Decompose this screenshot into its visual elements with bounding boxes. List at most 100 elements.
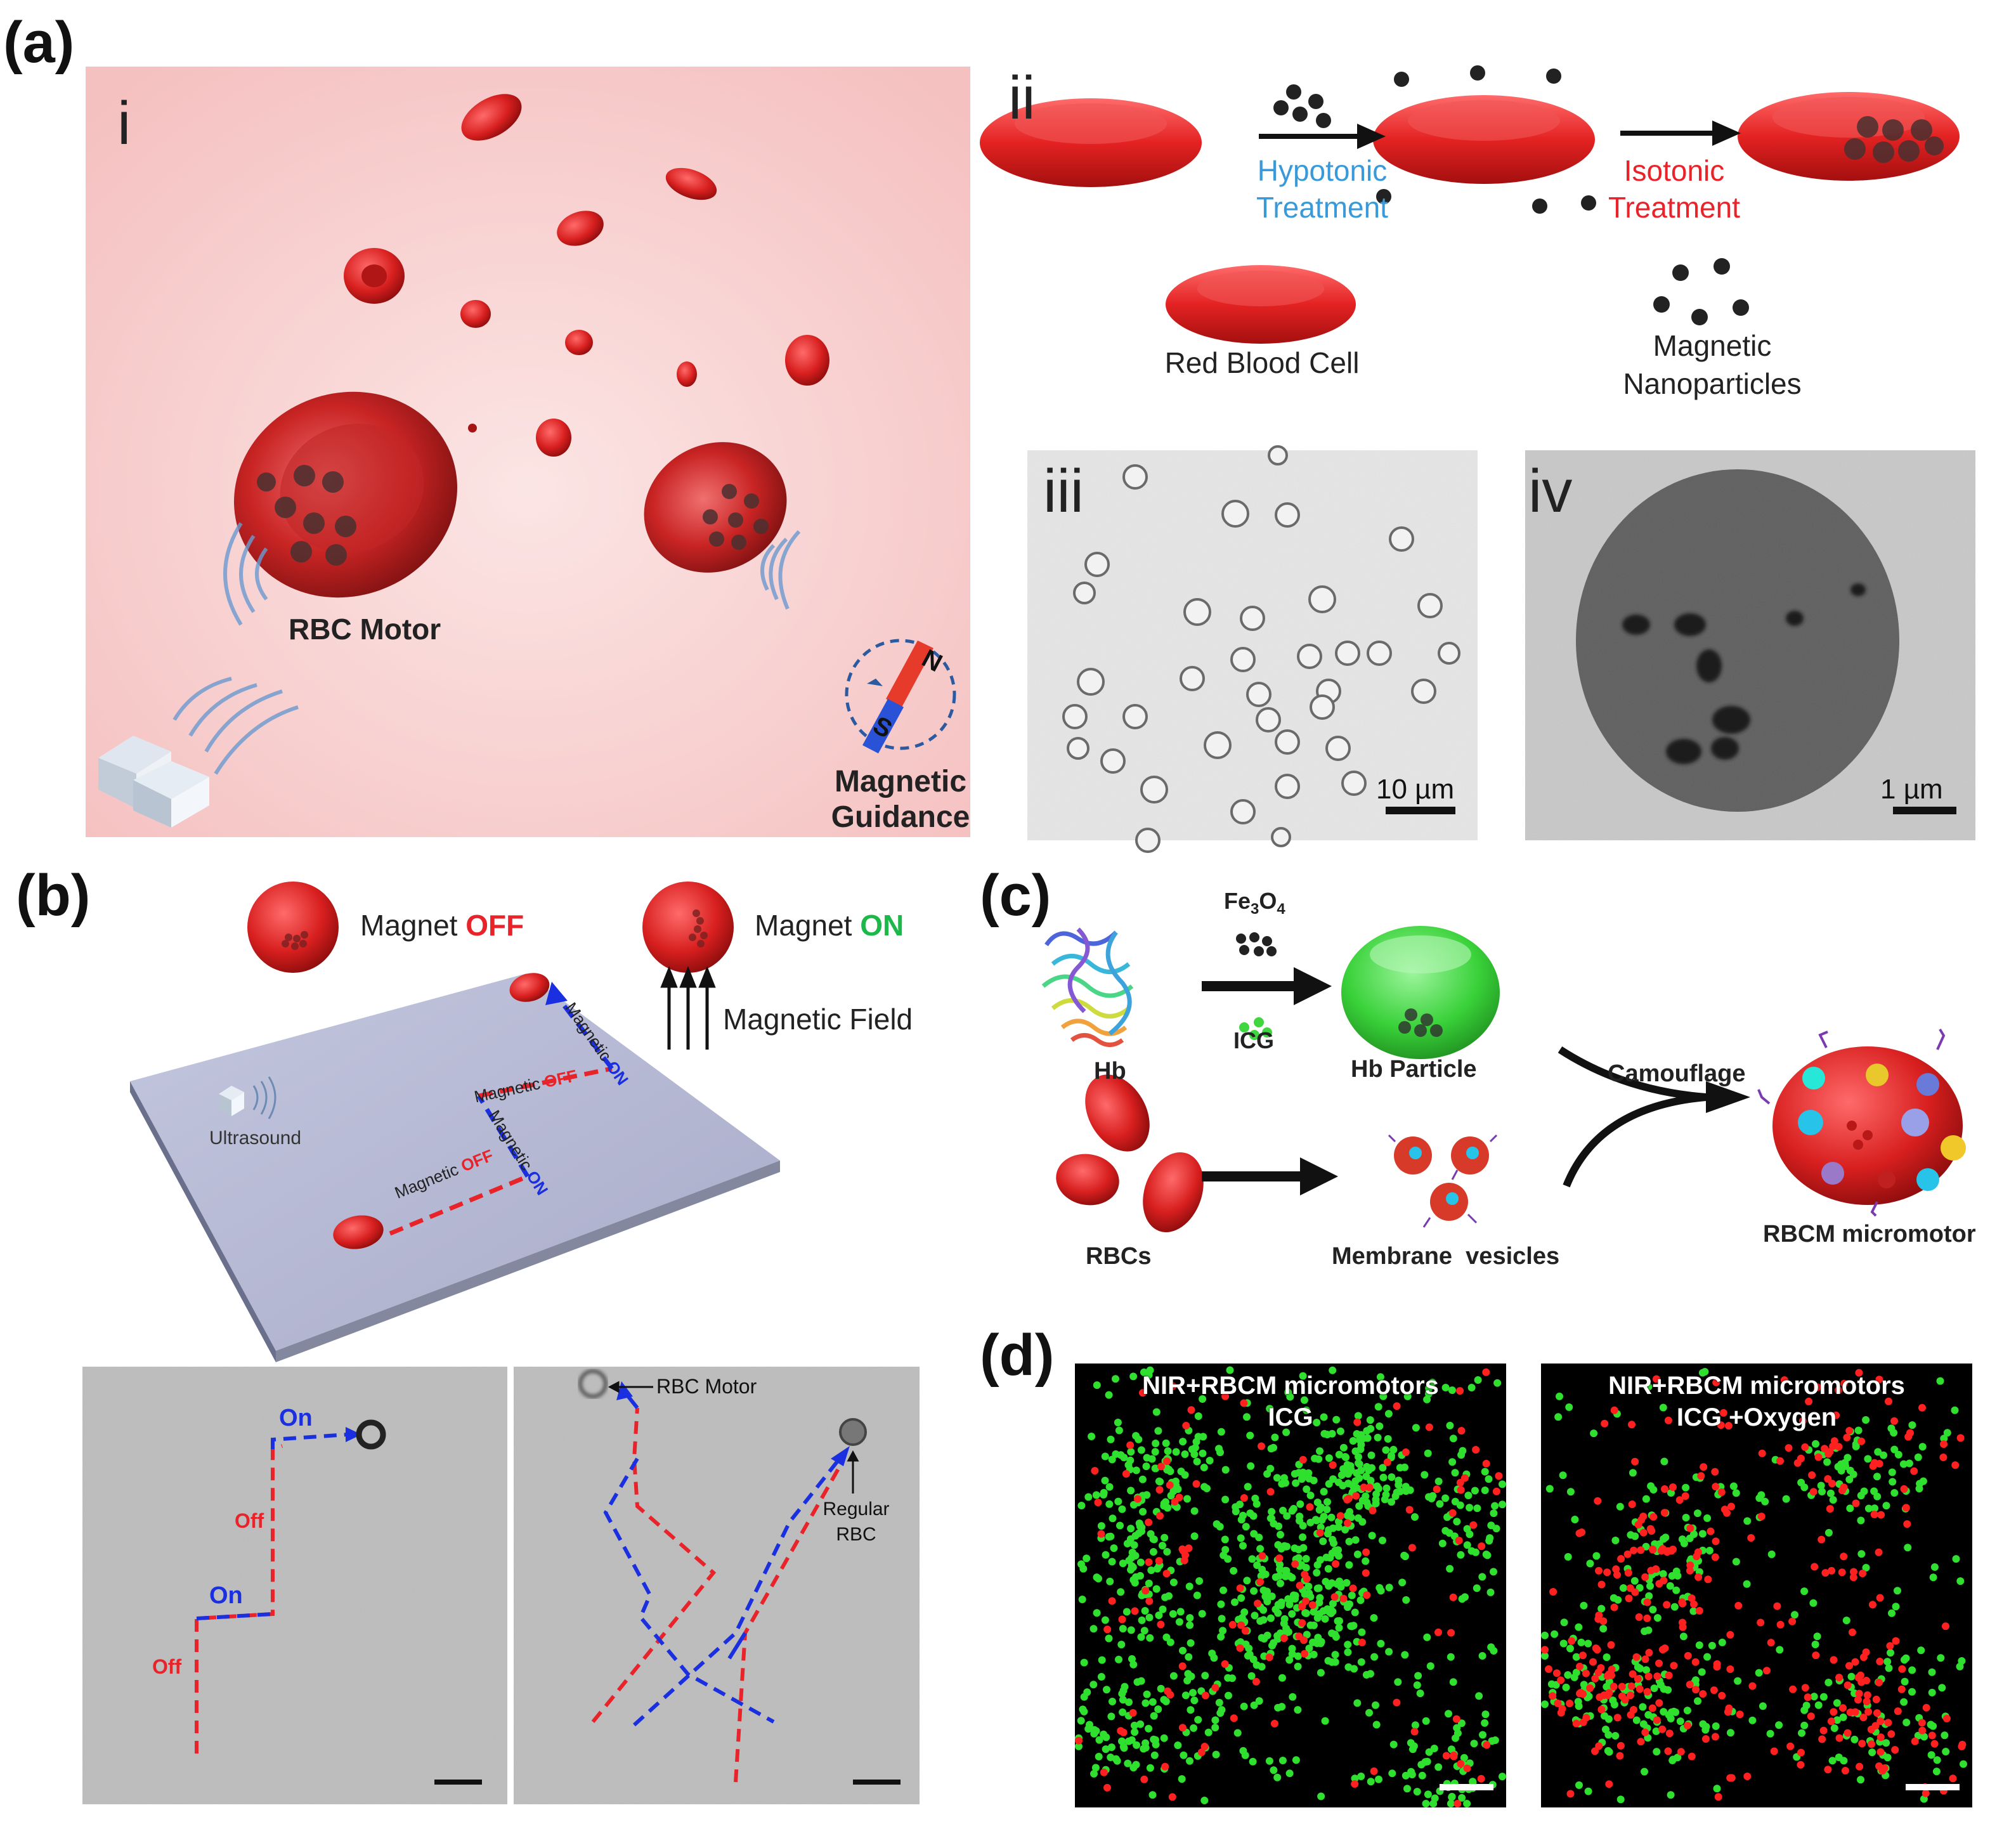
fluorescence-dot bbox=[1089, 1625, 1098, 1633]
fluorescence-dot bbox=[1940, 1440, 1948, 1448]
fluorescence-dot bbox=[1566, 1644, 1574, 1653]
fluorescence-dot bbox=[1321, 1717, 1329, 1725]
fluorescence-dot bbox=[1928, 1688, 1936, 1696]
fluorescence-dot bbox=[1105, 1483, 1114, 1491]
fluorescence-dot bbox=[1682, 1514, 1690, 1521]
arrow-hypotonic bbox=[1259, 124, 1386, 149]
fluorescence-dot bbox=[1911, 1737, 1919, 1745]
fluorescence-dot bbox=[1328, 1549, 1336, 1558]
fluorescence-dot bbox=[1478, 1542, 1486, 1551]
fluorescence-dot bbox=[1346, 1468, 1353, 1476]
fluorescence-dot bbox=[1904, 1433, 1913, 1441]
fluorescence-dot bbox=[1250, 1587, 1258, 1595]
fluorescence-dot bbox=[1317, 1556, 1324, 1564]
panel-b-photo-left bbox=[82, 1367, 507, 1804]
fluorescence-dot bbox=[1190, 1507, 1199, 1515]
fluorescence-dot bbox=[1901, 1656, 1908, 1664]
fluorescence-dot bbox=[1216, 1523, 1224, 1531]
fluorescence-dot bbox=[1372, 1721, 1381, 1729]
cell-outlines bbox=[1062, 445, 1460, 853]
fluorescence-dot bbox=[1230, 1714, 1238, 1722]
fluorescence-dot bbox=[1801, 1443, 1809, 1451]
fluorescence-dot bbox=[1613, 1714, 1622, 1722]
fluorescence-dot bbox=[1571, 1516, 1579, 1523]
fluorescence-dot bbox=[1103, 1686, 1110, 1694]
fluorescence-dot bbox=[1734, 1601, 1743, 1610]
fluorescence-dot bbox=[1900, 1485, 1908, 1493]
fluorescence-dot bbox=[1266, 1614, 1275, 1622]
fluorescence-dot bbox=[1660, 1509, 1668, 1517]
fluorescence-dot bbox=[1126, 1535, 1135, 1543]
fluorescence-dot bbox=[1184, 1670, 1192, 1678]
fluorescence-dot bbox=[1145, 1558, 1153, 1566]
fluorescence-dot bbox=[1083, 1554, 1091, 1563]
fluorescence-dot bbox=[1410, 1728, 1419, 1736]
fluorescence-dot bbox=[1605, 1677, 1613, 1686]
fluorescence-dot bbox=[1826, 1448, 1834, 1456]
fluorescence-dot bbox=[1341, 1453, 1349, 1461]
fluorescence-dot bbox=[1217, 1632, 1225, 1641]
fluorescence-dot bbox=[1198, 1610, 1206, 1618]
fluorescence-dot bbox=[1155, 1477, 1163, 1485]
fluorescence-dot bbox=[1880, 1451, 1888, 1459]
fluorescence-dot bbox=[1808, 1471, 1816, 1479]
membrane-vesicles-label: Membrane vesicles bbox=[1332, 1243, 1560, 1270]
fluorescence-dot bbox=[1447, 1800, 1455, 1807]
fluorescence-dot bbox=[1376, 1373, 1384, 1381]
fluorescence-dot bbox=[1330, 1593, 1339, 1601]
fluorescence-dot bbox=[1164, 1447, 1172, 1455]
fluorescence-dot bbox=[1541, 1652, 1549, 1660]
fluorescence-dot bbox=[1930, 1740, 1939, 1748]
fluorescence-dot bbox=[1629, 1670, 1637, 1678]
fluorescence-dot bbox=[1835, 1386, 1842, 1395]
fluorescence-dot bbox=[1761, 1497, 1769, 1506]
fluorescence-dot bbox=[1339, 1443, 1348, 1452]
fluorescence-dot bbox=[1942, 1748, 1950, 1755]
fluorescence-dot bbox=[1646, 1582, 1654, 1590]
fluorescence-dot bbox=[1301, 1650, 1309, 1658]
camouflage-merge-arrow bbox=[1558, 1046, 1707, 1188]
fluorescence-dot bbox=[1490, 1509, 1498, 1518]
fluorescence-dot bbox=[1292, 1479, 1300, 1487]
fluorescence-dot bbox=[1557, 1676, 1565, 1684]
fluorescence-dot bbox=[1942, 1622, 1949, 1630]
fluorescence-dot bbox=[1246, 1431, 1254, 1440]
fluorescence-dot bbox=[1713, 1785, 1721, 1793]
fluorescence-dot bbox=[1200, 1797, 1209, 1804]
fluorescence-dot bbox=[1101, 1616, 1109, 1624]
fluorescence-dot bbox=[1241, 1627, 1249, 1635]
fluorescence-dot bbox=[1336, 1617, 1343, 1625]
fluorescence-dot bbox=[1216, 1709, 1225, 1717]
fluorescence-dot bbox=[1244, 1651, 1252, 1660]
fluorescence-dot bbox=[1679, 1632, 1688, 1641]
fluorescence-dot bbox=[1413, 1681, 1421, 1689]
fluorescence-dot bbox=[1292, 1756, 1300, 1764]
fluorescence-dot bbox=[1560, 1618, 1568, 1627]
fluorescence-dot bbox=[1864, 1708, 1873, 1716]
fluorescence-dot bbox=[1137, 1677, 1145, 1685]
fluorescence-dot bbox=[1601, 1419, 1609, 1428]
fluorescence-dot bbox=[1291, 1595, 1299, 1603]
fluorescence-dot bbox=[1190, 1450, 1199, 1459]
panel-d-left-fluorescence bbox=[1075, 1364, 1506, 1807]
fluorescence-dot bbox=[1841, 1767, 1849, 1774]
fluorescence-dot bbox=[1767, 1639, 1775, 1647]
fluorescence-dot bbox=[1133, 1741, 1141, 1749]
fluorescence-dot bbox=[1711, 1553, 1719, 1561]
fluorescence-dot bbox=[1159, 1605, 1167, 1613]
fluorescence-dot bbox=[1176, 1608, 1185, 1616]
fluorescence-dot bbox=[1611, 1537, 1620, 1544]
fluorescence-dot bbox=[1899, 1460, 1908, 1468]
fluorescence-dot bbox=[1854, 1696, 1862, 1704]
fluorescence-dot bbox=[1835, 1443, 1843, 1451]
fluorescence-dot bbox=[1332, 1560, 1340, 1568]
fluorescence-dot bbox=[1915, 1485, 1923, 1493]
fluorescence-dot bbox=[1453, 1724, 1461, 1732]
fluorescence-dot bbox=[1097, 1673, 1105, 1681]
fluorescence-dot bbox=[1115, 1655, 1122, 1663]
fluorescence-dot bbox=[1755, 1669, 1763, 1677]
fluorescence-dot bbox=[1726, 1630, 1734, 1639]
fluorescence-dot bbox=[1228, 1674, 1236, 1683]
fluorescence-dot bbox=[1305, 1474, 1313, 1483]
